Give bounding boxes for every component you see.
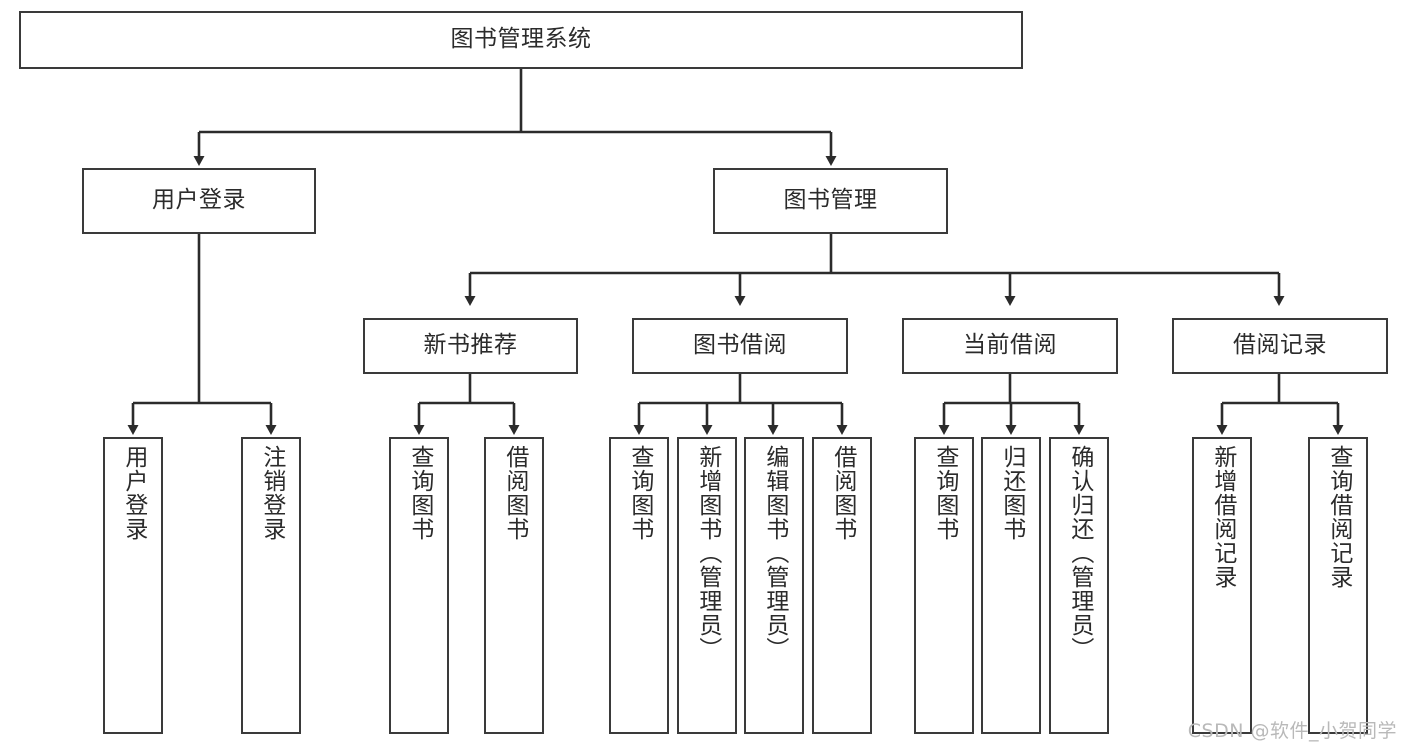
leaf-current-return-book[interactable]: 归还图书 (981, 437, 1041, 734)
node-label: 图书管理系统 (450, 26, 592, 53)
node-book-management[interactable]: 图书管理 (713, 168, 948, 234)
node-label: 确认归还（管理员） (1066, 445, 1093, 661)
leaf-recommend-borrow-book[interactable]: 借阅图书 (484, 437, 544, 734)
node-label: 借阅图书 (501, 445, 528, 541)
node-user-login[interactable]: 用户登录 (82, 168, 316, 234)
leaf-borrow-add-book[interactable]: 新增图书（管理员） (677, 437, 737, 734)
leaf-user-login-logout[interactable]: 注销登录 (241, 437, 301, 734)
leaf-current-confirm-return[interactable]: 确认归还（管理员） (1049, 437, 1109, 734)
leaf-record-add-record[interactable]: 新增借阅记录 (1192, 437, 1252, 734)
node-label: 用户登录 (120, 445, 147, 541)
node-borrow-record[interactable]: 借阅记录 (1172, 318, 1388, 374)
node-label: 归还图书 (998, 445, 1025, 541)
node-label: 新增图书（管理员） (694, 445, 721, 661)
node-new-book-recommend[interactable]: 新书推荐 (363, 318, 578, 374)
node-label: 图书借阅 (693, 332, 787, 359)
node-book-borrow[interactable]: 图书借阅 (632, 318, 848, 374)
node-label: 新书推荐 (423, 332, 518, 359)
node-label: 借阅图书 (829, 445, 856, 541)
node-label: 查询图书 (626, 445, 653, 541)
node-label: 查询图书 (406, 445, 433, 541)
node-label: 注销登录 (258, 445, 285, 541)
node-label: 新增借阅记录 (1209, 445, 1236, 589)
leaf-record-query-record[interactable]: 查询借阅记录 (1308, 437, 1368, 734)
node-label: 编辑图书（管理员） (761, 445, 788, 661)
node-root-system[interactable]: 图书管理系统 (19, 11, 1023, 69)
node-current-borrow[interactable]: 当前借阅 (902, 318, 1118, 374)
node-label: 查询图书 (931, 445, 958, 541)
watermark: CSDN @软件_小贺同学 (1187, 720, 1397, 742)
node-label: 查询借阅记录 (1325, 445, 1352, 589)
leaf-current-query-book[interactable]: 查询图书 (914, 437, 974, 734)
leaf-borrow-query-book[interactable]: 查询图书 (609, 437, 669, 734)
leaf-recommend-query-book[interactable]: 查询图书 (389, 437, 449, 734)
node-label: 借阅记录 (1233, 332, 1327, 359)
leaf-user-login-login[interactable]: 用户登录 (103, 437, 163, 734)
node-label: 用户登录 (152, 187, 246, 214)
node-label: 当前借阅 (963, 332, 1057, 359)
leaf-borrow-borrow-book[interactable]: 借阅图书 (812, 437, 872, 734)
node-label: 图书管理 (783, 187, 878, 214)
leaf-borrow-edit-book[interactable]: 编辑图书（管理员） (744, 437, 804, 734)
